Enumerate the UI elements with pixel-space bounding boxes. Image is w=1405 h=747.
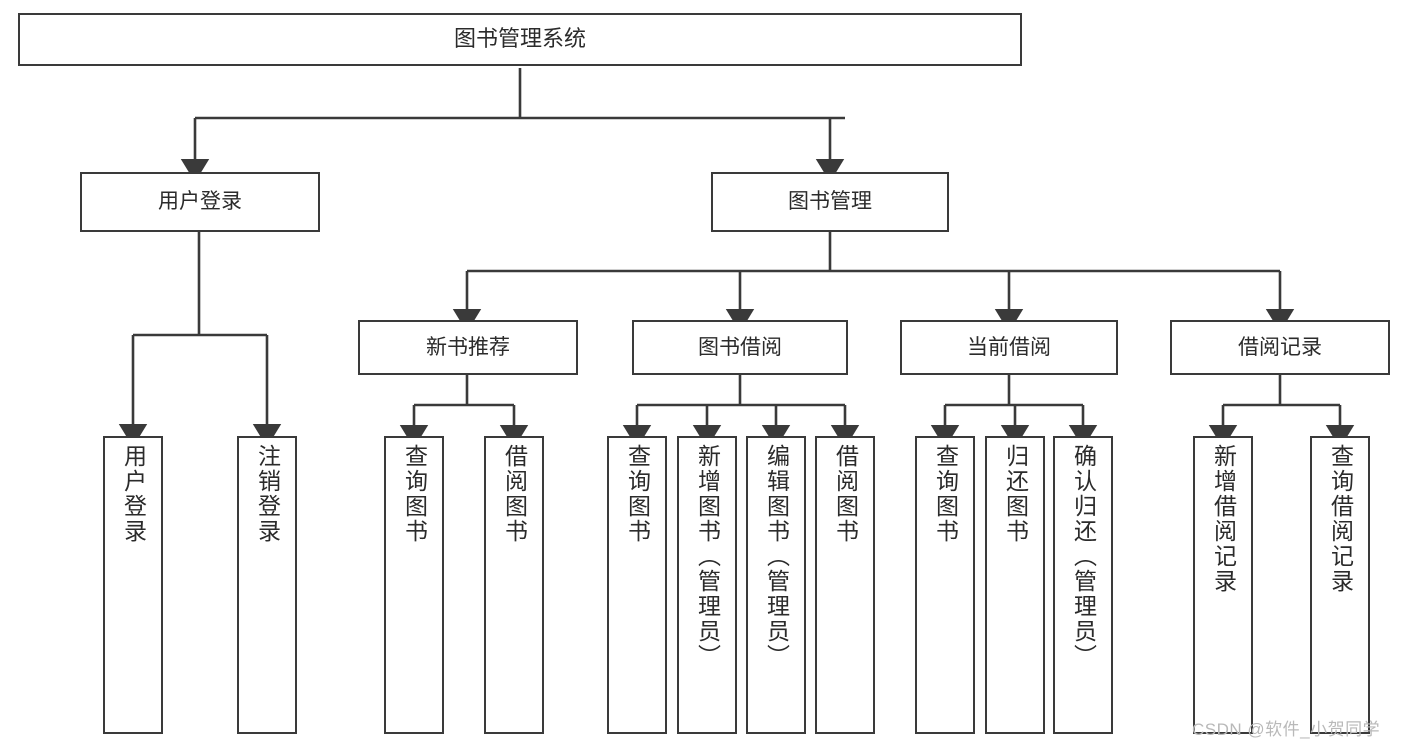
leaf-newbook-query-book[interactable]: 查询图书 (384, 436, 444, 734)
node-new-book-recommend-label: 新书推荐 (426, 335, 510, 359)
leaf-current-query-book[interactable]: 查询图书 (915, 436, 975, 734)
leaf-record-query-record-label: 查询借阅记录 (1327, 444, 1354, 594)
leaf-borrow-edit-book[interactable]: 编辑图书（管理员） (746, 436, 806, 734)
leaf-current-confirm-return-label: 确认归还（管理员） (1070, 444, 1097, 669)
leaf-newbook-borrow-book-label: 借阅图书 (501, 444, 528, 544)
node-user-login-label: 用户登录 (158, 190, 242, 214)
node-root-label: 图书管理系统 (453, 26, 586, 52)
leaf-record-query-record[interactable]: 查询借阅记录 (1310, 436, 1370, 734)
node-borrow-record[interactable]: 借阅记录 (1170, 320, 1390, 375)
node-book-management[interactable]: 图书管理 (711, 172, 949, 232)
leaf-user-login-label: 用户登录 (120, 444, 147, 544)
leaf-user-login[interactable]: 用户登录 (103, 436, 163, 734)
leaf-logout-label: 注销登录 (254, 444, 281, 544)
leaf-current-return-book-label: 归还图书 (1002, 444, 1029, 544)
leaf-current-query-book-label: 查询图书 (932, 444, 959, 544)
node-current-borrow-label: 当前借阅 (967, 335, 1051, 359)
leaf-current-return-book[interactable]: 归还图书 (985, 436, 1045, 734)
node-root[interactable]: 图书管理系统 (18, 13, 1022, 66)
leaf-borrow-query-book[interactable]: 查询图书 (607, 436, 667, 734)
leaf-logout[interactable]: 注销登录 (237, 436, 297, 734)
node-borrow-record-label: 借阅记录 (1238, 335, 1322, 359)
leaf-borrow-query-book-label: 查询图书 (624, 444, 651, 544)
leaf-borrow-edit-book-label: 编辑图书（管理员） (763, 444, 790, 669)
node-new-book-recommend[interactable]: 新书推荐 (358, 320, 578, 375)
node-current-borrow[interactable]: 当前借阅 (900, 320, 1118, 375)
leaf-newbook-query-book-label: 查询图书 (401, 444, 428, 544)
leaf-newbook-borrow-book[interactable]: 借阅图书 (484, 436, 544, 734)
leaf-record-add-record-label: 新增借阅记录 (1210, 444, 1237, 594)
csdn-watermark: CSDN @软件_小贺同学 (1192, 720, 1381, 739)
leaf-borrow-borrow-book[interactable]: 借阅图书 (815, 436, 875, 734)
leaf-record-add-record[interactable]: 新增借阅记录 (1193, 436, 1253, 734)
leaf-current-confirm-return[interactable]: 确认归还（管理员） (1053, 436, 1113, 734)
leaf-borrow-add-book-label: 新增图书（管理员） (694, 444, 721, 669)
node-book-management-label: 图书管理 (788, 190, 872, 214)
leaf-borrow-borrow-book-label: 借阅图书 (832, 444, 859, 544)
node-book-borrow[interactable]: 图书借阅 (632, 320, 848, 375)
node-user-login[interactable]: 用户登录 (80, 172, 320, 232)
node-book-borrow-label: 图书借阅 (698, 335, 782, 359)
leaf-borrow-add-book[interactable]: 新增图书（管理员） (677, 436, 737, 734)
